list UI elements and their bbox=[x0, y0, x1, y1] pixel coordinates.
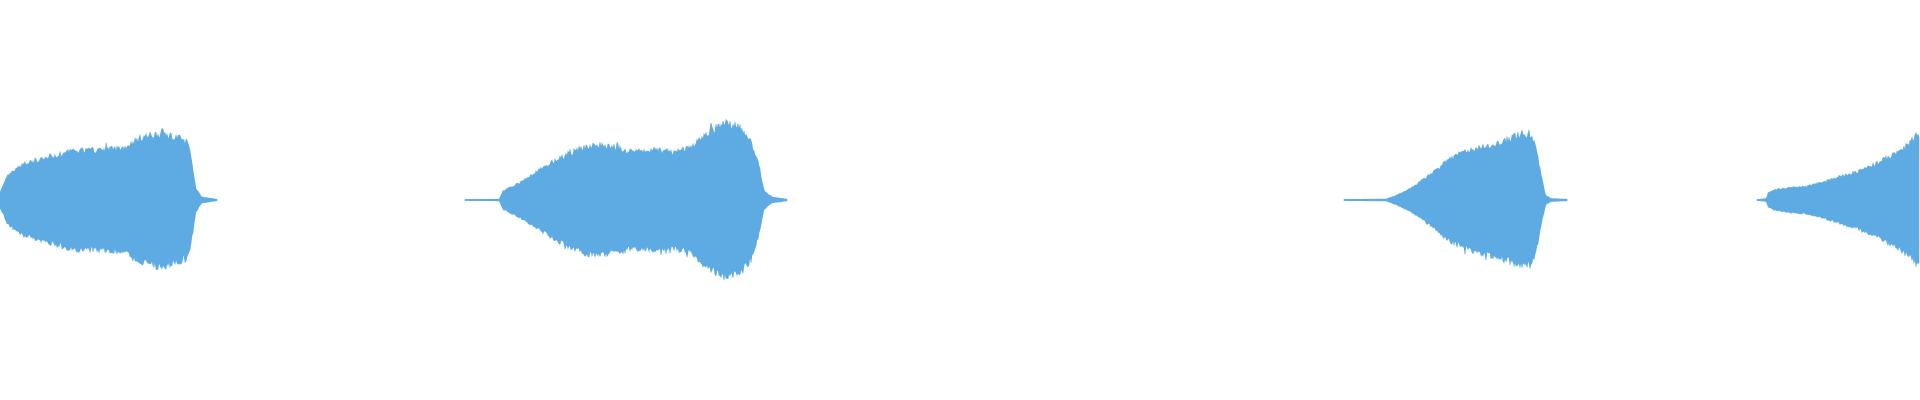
sound-burst-4 bbox=[1756, 132, 1920, 267]
sound-burst-2 bbox=[464, 118, 788, 281]
sound-burst-3 bbox=[1343, 129, 1568, 269]
sound-burst-1 bbox=[0, 127, 218, 271]
